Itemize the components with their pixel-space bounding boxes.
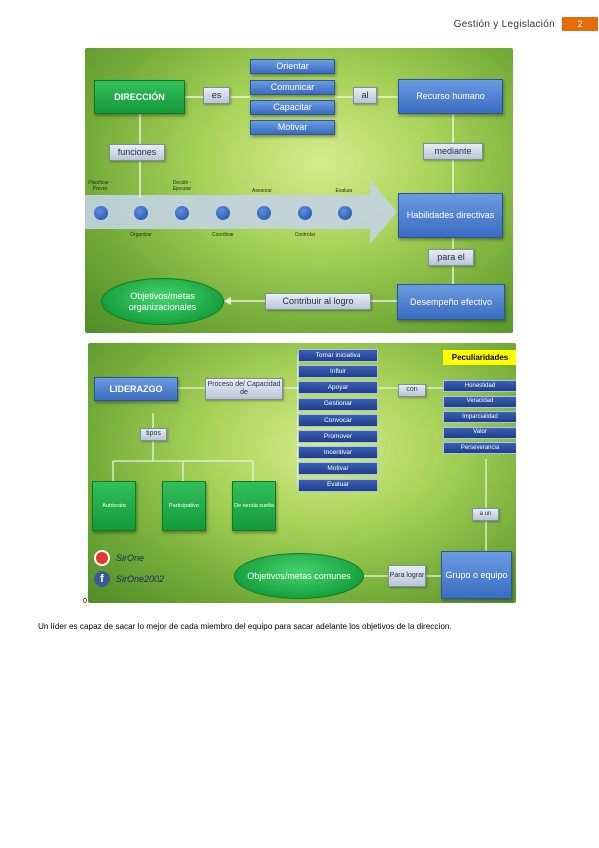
verb-comunicar: Comunicar — [250, 80, 335, 95]
header-title: Gestión y Legislación — [453, 19, 555, 30]
function-planificar: Planificar - Prever — [88, 180, 112, 192]
function-dot — [338, 206, 352, 220]
funciones-label: funciones — [109, 144, 165, 161]
objetivos-comunes-oval: Objetivos/metas comunes — [234, 553, 364, 599]
trait-item: Honestidad — [443, 380, 516, 392]
function-dot — [94, 206, 108, 220]
trait-item: Perseverancia — [443, 442, 516, 454]
brand-name: SirOne — [116, 553, 145, 563]
recurso-humano-box: Recurso humano — [398, 79, 503, 114]
function-coordinar: Coordinar — [212, 232, 234, 238]
function-decidir: Decidir - Ejecutar — [172, 180, 192, 192]
proceso-label: Proceso de/ Capacidad de — [205, 378, 283, 400]
al-label: al — [353, 87, 377, 104]
direccion-box: DIRECCIÓN — [94, 80, 185, 114]
verb-capacitar: Capacitar — [250, 100, 335, 115]
type-rienda-suelta: De rienda suelta — [232, 481, 276, 531]
type-participativo: Participativo — [162, 481, 206, 531]
brand-facebook: SirOne2002 — [116, 574, 165, 584]
mediante-label: mediante — [423, 143, 483, 160]
action-item: Incentivar — [298, 446, 378, 460]
function-asesorar: Asesorar — [251, 188, 272, 194]
verb-motivar: Motivar — [250, 120, 335, 135]
trait-item: Imparcialidad — [443, 411, 516, 423]
action-item: Influir — [298, 365, 378, 379]
para-lograr-label: Para lograr — [388, 565, 426, 587]
function-dot — [216, 206, 230, 220]
para-el-label: para el — [428, 249, 474, 266]
trait-item: Veracidad — [443, 395, 516, 408]
action-item: Promover — [298, 430, 378, 443]
function-dot — [175, 206, 189, 220]
verb-orientar: Orientar — [250, 59, 335, 74]
a-un-label: a un — [472, 508, 499, 521]
peculiaridades-label: Peculiaridades — [443, 350, 516, 365]
desempeno-box: Desempeño efectivo — [397, 284, 505, 320]
type-autocrata: Autócrata — [92, 481, 136, 531]
liderazgo-box: LIDERAZGO — [94, 377, 178, 401]
liderazgo-diagram: LIDERAZGO Proceso de/ Capacidad de Tomar… — [88, 343, 516, 603]
habilidades-box: Habilidades directivas — [398, 193, 503, 238]
sirone-logo-icon — [94, 550, 110, 566]
es-label: es — [203, 87, 230, 104]
function-dot — [257, 206, 271, 220]
function-dot — [134, 206, 148, 220]
facebook-icon: f — [94, 571, 110, 587]
function-evaluar: Evaluar — [335, 188, 353, 194]
action-item: Convocar — [298, 413, 378, 427]
action-item: Apoyar — [298, 381, 378, 395]
action-item: Motivar — [298, 462, 378, 476]
direccion-diagram: DIRECCIÓN es Orientar Comunicar Capacita… — [85, 48, 513, 333]
caption: Un líder es capaz de sacar lo mejor de c… — [38, 622, 452, 631]
tipos-label: tipos — [140, 428, 167, 441]
objetivos-oval: Objetivos/metas organizacionales — [101, 278, 224, 325]
action-item: Tomar iniciativa — [298, 349, 378, 362]
function-organizar: Organizar — [130, 232, 152, 238]
page-number: 2 — [562, 17, 598, 31]
con-label: con — [398, 384, 426, 397]
stray-mark: 0 — [83, 598, 87, 605]
action-item: Gestionar — [298, 397, 378, 411]
action-item: Evaluar — [298, 478, 378, 492]
contribuir-label: Contribuir al logro — [265, 293, 371, 310]
function-dot — [298, 206, 312, 220]
direccion-connectors — [85, 96, 454, 305]
grupo-box: Grupo o equipo — [441, 551, 512, 599]
trait-item: Valor — [443, 426, 516, 439]
function-controlar: Controlar — [294, 232, 316, 238]
